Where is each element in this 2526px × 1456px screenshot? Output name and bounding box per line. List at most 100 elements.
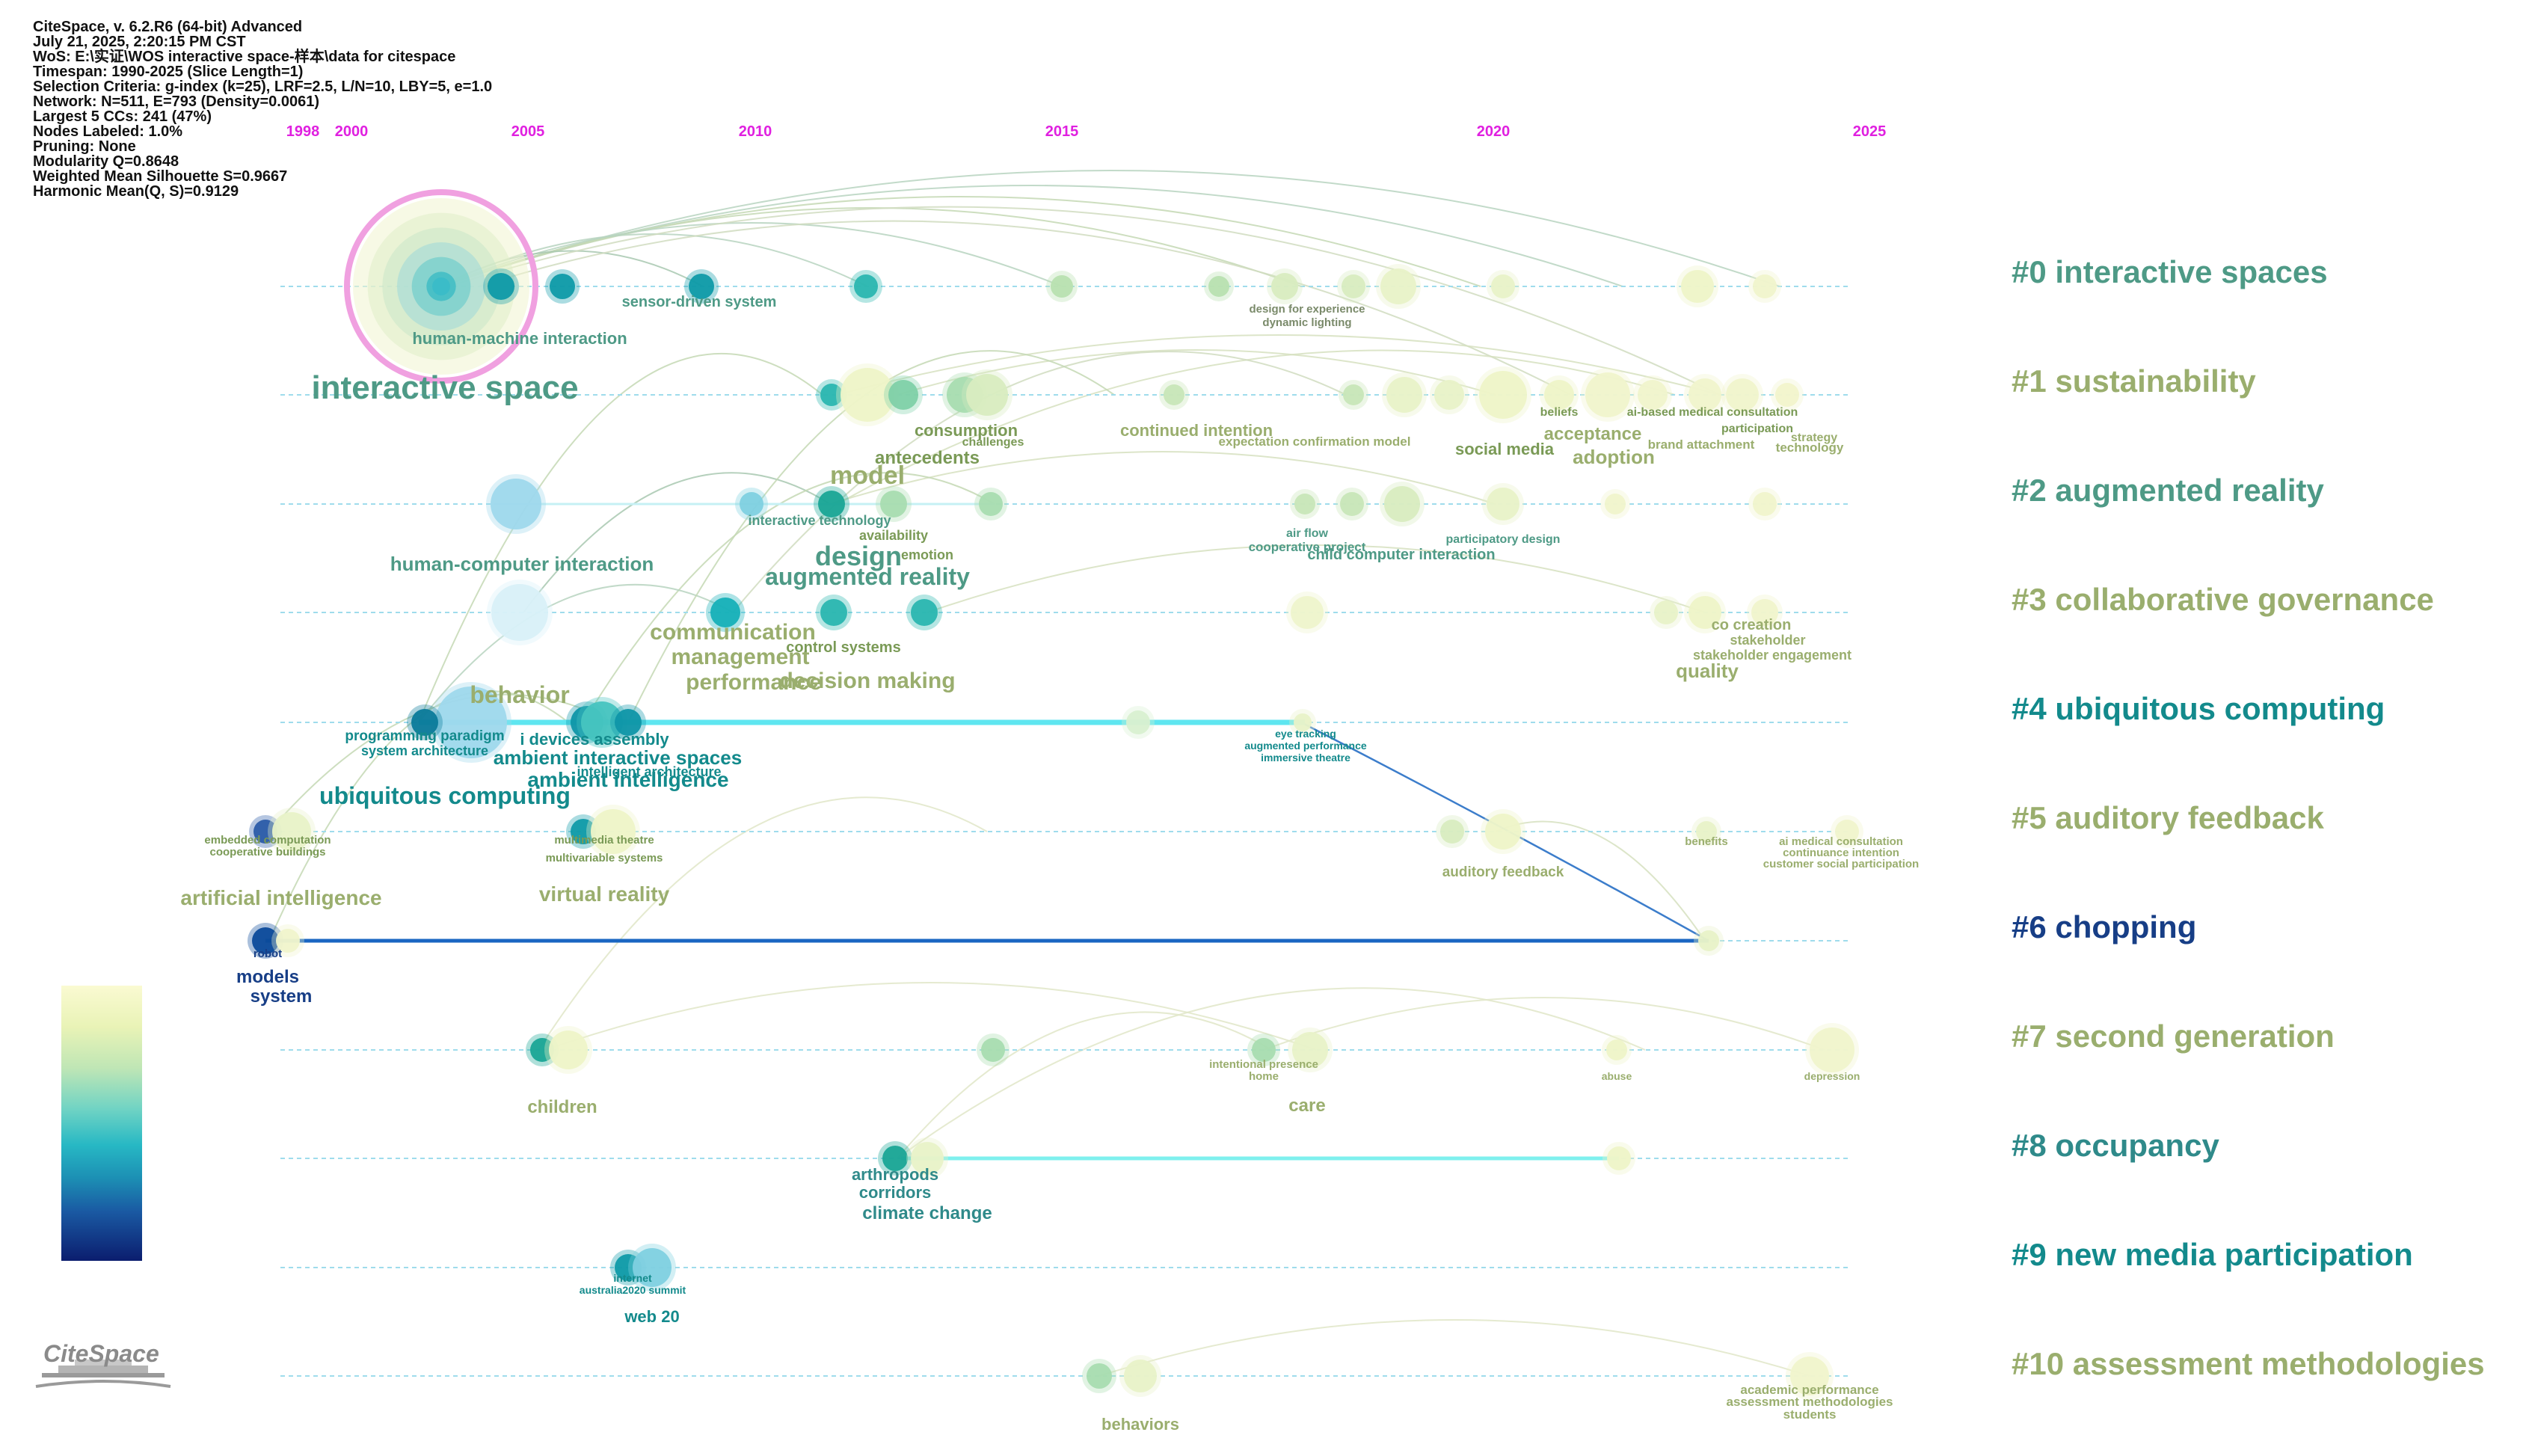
year-tick: 2005	[511, 123, 545, 140]
keyword-node	[1252, 1038, 1276, 1062]
keyword-node	[591, 809, 636, 854]
keyword-labels: interactive space human-machine interacti…	[180, 294, 1919, 1434]
keyword-node	[1753, 274, 1777, 298]
keyword-node	[1696, 821, 1717, 842]
year-color-legend	[61, 986, 142, 1261]
keyword-label: models	[236, 967, 299, 987]
keyword-node	[488, 273, 514, 300]
cluster-label[interactable]: #5 auditory feedback	[2012, 800, 2324, 835]
meta-line: CiteSpace, v. 6.2.R6 (64-bit) Advanced	[33, 19, 303, 35]
keyword-label: behaviors	[1101, 1415, 1179, 1434]
co-occurrence-arc	[897, 987, 1646, 1159]
keyword-node	[880, 491, 907, 517]
keyword-node	[1386, 377, 1422, 413]
cluster-label[interactable]: #9 new media participation	[2012, 1237, 2413, 1272]
keyword-node	[1605, 494, 1626, 514]
keyword-node	[435, 686, 507, 758]
keyword-label: corridors	[859, 1183, 932, 1202]
keyword-label: australia2020 summit	[580, 1284, 686, 1296]
keyword-node	[1810, 1028, 1854, 1072]
co-occurrence-arc	[448, 206, 1721, 396]
cluster-label[interactable]: #8 occupancy	[2012, 1128, 2219, 1163]
keyword-node	[1291, 596, 1324, 629]
keyword-label: care	[1288, 1096, 1325, 1116]
keyword-label: human-computer interaction	[390, 553, 654, 575]
keyword-label: stakeholder	[1730, 633, 1805, 648]
keyword-node	[966, 374, 1008, 416]
meta-line: WoS: E:\实证\WOS interactive space-样本\data…	[33, 49, 456, 65]
keyword-label: control systems	[786, 639, 900, 656]
cluster-label[interactable]: #4 ubiquitous computing	[2012, 691, 2385, 726]
cluster-label[interactable]: #0 interactive spaces	[2012, 254, 2328, 289]
keyword-node	[818, 491, 845, 517]
co-occurrence-arc	[538, 796, 988, 1051]
co-occurrence-arc	[897, 349, 1496, 396]
keyword-label: adoption	[1573, 446, 1655, 468]
keyword-node	[882, 1146, 908, 1171]
keyword-label: design	[815, 541, 902, 571]
keyword-node	[911, 1142, 944, 1175]
keyword-label: challenges	[962, 436, 1024, 449]
co-occurrence-arc	[1263, 997, 1825, 1051]
cluster-label[interactable]: #3 collaborative governance	[2012, 582, 2434, 617]
co-occurrence-arc	[837, 334, 1721, 396]
keyword-node	[581, 701, 623, 743]
meta-line: July 21, 2025, 2:20:15 PM CST	[33, 34, 246, 50]
keyword-node	[820, 599, 847, 626]
keyword-label: stakeholder engagement	[1693, 648, 1852, 663]
keyword-node	[272, 812, 311, 851]
co-occurrence-arc	[897, 1011, 1272, 1159]
keyword-node	[491, 479, 541, 529]
co-occurrence-arc	[1495, 820, 1706, 942]
keyword-label: ubiquitous computing	[319, 782, 571, 809]
keyword-label: co creation	[1712, 617, 1792, 633]
keyword-label: expectation confirmation model	[1219, 434, 1411, 449]
keyword-node	[1751, 599, 1778, 626]
keyword-label: acceptance	[1544, 424, 1642, 444]
keyword-label: abuse	[1602, 1070, 1632, 1082]
keyword-label: antecedents	[875, 448, 980, 468]
keyword-node	[1607, 1146, 1631, 1170]
cluster-label[interactable]: #7 second generation	[2012, 1019, 2335, 1054]
year-tick: 2020	[1477, 123, 1511, 140]
keyword-node	[1340, 492, 1364, 516]
keyword-node	[1638, 380, 1668, 410]
keyword-label: system	[251, 986, 313, 1007]
co-occurrence-links	[268, 170, 1825, 1377]
keyword-label: interactive space	[311, 369, 578, 406]
keyword-node	[1164, 384, 1184, 405]
cluster-label[interactable]: #1 sustainability	[2012, 363, 2256, 399]
keyword-node	[1485, 814, 1521, 850]
keyword-node	[1726, 378, 1759, 411]
keyword-node	[1342, 274, 1365, 298]
cluster-label[interactable]: #6 chopping	[2012, 909, 2197, 944]
keyword-label: students	[1783, 1407, 1837, 1422]
keyword-label: cooperative buildings	[209, 846, 325, 858]
meta-line: Weighted Mean Silhouette S=0.9667	[33, 168, 288, 185]
keyword-label: strategy	[1791, 431, 1837, 444]
keyword-label: web 20	[624, 1307, 679, 1326]
keyword-node	[1271, 273, 1298, 300]
year-tick: 2015	[1045, 123, 1079, 140]
cluster-label[interactable]: #10 assessment methodologies	[2012, 1346, 2485, 1381]
keyword-node	[1208, 276, 1229, 297]
co-occurrence-arc	[732, 351, 1347, 613]
keyword-label: continued intention	[1120, 421, 1273, 440]
keyword-node	[1688, 378, 1721, 411]
keyword-node	[981, 1038, 1005, 1062]
keyword-node	[432, 277, 450, 295]
keyword-node	[550, 274, 575, 299]
keyword-node	[1775, 383, 1799, 407]
co-occurrence-arc	[1098, 1319, 1810, 1377]
keyword-node	[740, 492, 763, 516]
keyword-label: human-machine interaction	[412, 329, 627, 348]
keyword-node	[710, 598, 740, 627]
meta-line: Harmonic Mean(Q, S)=0.9129	[33, 183, 239, 200]
keyword-label: artificial intelligence	[180, 886, 381, 909]
keyword-label: customer social participation	[1763, 858, 1919, 870]
cluster-label[interactable]: #2 augmented reality	[2012, 473, 2324, 508]
keyword-label: internet	[613, 1272, 652, 1284]
year-tick: 2010	[739, 123, 772, 140]
keyword-label: academic performance	[1740, 1383, 1878, 1397]
